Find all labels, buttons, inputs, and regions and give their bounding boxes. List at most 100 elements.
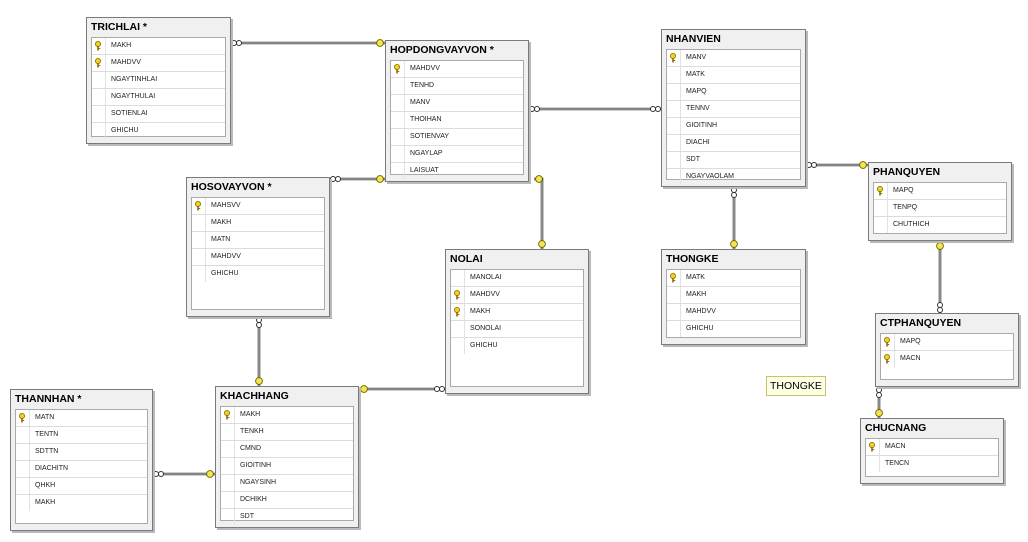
column-row[interactable]: GHICHU <box>451 338 583 354</box>
column-row[interactable]: MATK <box>667 67 800 84</box>
column-row[interactable]: LAISUAT <box>391 163 523 179</box>
table-title[interactable]: KHACHHANG <box>220 390 289 402</box>
column-name: MANV <box>410 99 431 106</box>
column-row[interactable]: SONOLAI <box>451 321 583 338</box>
column-row[interactable]: CHUTHICH <box>874 217 1006 233</box>
column-row[interactable]: MANV <box>391 95 523 112</box>
column-row[interactable]: MANOLAI <box>451 270 583 287</box>
column-row[interactable]: MAHDVV <box>92 55 225 72</box>
column-row[interactable]: SOTIENLAI <box>92 106 225 123</box>
column-row[interactable]: MAKH <box>451 304 583 321</box>
relationship-hopdongvayvon-nhanvien[interactable] <box>529 106 661 112</box>
column-row[interactable]: MANV <box>667 50 800 67</box>
column-row[interactable]: DIACHI <box>667 135 800 152</box>
column-row[interactable]: MAPQ <box>881 334 1013 351</box>
column-row[interactable]: QHKH <box>16 478 147 495</box>
table-title[interactable]: NOLAI <box>450 253 483 265</box>
column-row[interactable]: GHICHU <box>92 123 225 139</box>
relationship-hosovayvon-khachhang[interactable] <box>255 317 263 386</box>
column-row[interactable]: TENNV <box>667 101 800 118</box>
key-icon <box>194 201 202 214</box>
relationship-nhanvien-thongke[interactable] <box>730 187 738 249</box>
column-row[interactable]: MATK <box>667 270 800 287</box>
table-title[interactable]: NHANVIEN <box>666 33 721 45</box>
column-row[interactable]: GHICHU <box>192 266 324 282</box>
table-title[interactable]: THONGKE <box>666 253 719 265</box>
column-row[interactable]: THOIHAN <box>391 112 523 129</box>
column-row[interactable]: MAKH <box>221 407 353 424</box>
table-title[interactable]: HOPDONGVAYVON * <box>390 44 494 56</box>
row-selector <box>391 129 405 145</box>
row-selector <box>221 424 235 440</box>
column-row[interactable]: SDT <box>667 152 800 169</box>
table-title[interactable]: HOSOVAYVON * <box>191 181 272 193</box>
column-row[interactable]: TENHD <box>391 78 523 95</box>
many-end-infinity-icon <box>937 302 943 313</box>
column-row[interactable]: MACN <box>881 351 1013 367</box>
column-name: DCHIKH <box>240 496 267 503</box>
column-row[interactable]: MAKH <box>92 38 225 55</box>
column-row[interactable]: MAHDVV <box>391 61 523 78</box>
column-row[interactable]: GIOITINH <box>667 118 800 135</box>
column-row[interactable]: MATN <box>16 410 147 427</box>
relationship-nhanvien-phanquyen[interactable] <box>806 161 868 169</box>
table-title[interactable]: TRICHLAI * <box>91 21 147 33</box>
one-end-key-icon <box>936 242 944 250</box>
column-row[interactable]: MAHDVV <box>667 304 800 321</box>
column-row[interactable]: MAKH <box>16 495 147 511</box>
column-row[interactable]: DIACHITN <box>16 461 147 478</box>
column-row[interactable]: NGAYTHULAI <box>92 89 225 106</box>
column-row[interactable]: MAHSVV <box>192 198 324 215</box>
table-title[interactable]: PHANQUYEN <box>873 166 941 178</box>
column-row[interactable]: TENCN <box>866 456 998 472</box>
column-row[interactable]: GIOITINH <box>221 458 353 475</box>
table-title[interactable]: THANNHAN * <box>15 393 82 405</box>
column-row[interactable]: TENPQ <box>874 200 1006 217</box>
column-name: SOTIENLAI <box>111 110 148 117</box>
column-row[interactable]: NGAYVAOLAM <box>667 169 800 185</box>
key-icon <box>669 53 677 66</box>
column-row[interactable]: NGAYTINHLAI <box>92 72 225 89</box>
column-name: TENKH <box>240 428 264 435</box>
relationship-ctphanquyen-chucnang[interactable] <box>875 387 883 418</box>
column-row[interactable]: SDT <box>221 509 353 525</box>
relationship-nolai-hopdongvayvon[interactable] <box>534 175 546 249</box>
relationship-trichlai-hopdongvayvon[interactable] <box>231 39 385 47</box>
column-row[interactable]: MACN <box>866 439 998 456</box>
relationship-hosovayvon-hopdongvayvon[interactable] <box>330 175 385 183</box>
column-row[interactable]: NGAYSINH <box>221 475 353 492</box>
column-row[interactable]: SOTIENVAY <box>391 129 523 146</box>
column-row[interactable]: SDTTN <box>16 444 147 461</box>
column-row[interactable]: MATN <box>192 232 324 249</box>
row-selector <box>866 456 880 472</box>
column-row[interactable]: MAHDVV <box>451 287 583 304</box>
table-title[interactable]: CTPHANQUYEN <box>880 317 962 329</box>
column-row[interactable]: MAHDVV <box>192 249 324 266</box>
column-row[interactable]: DCHIKH <box>221 492 353 509</box>
relationship-nolai-khachhang[interactable] <box>359 385 445 393</box>
column-row[interactable]: NGAYLAP <box>391 146 523 163</box>
column-row[interactable]: MAPQ <box>667 84 800 101</box>
table-title[interactable]: CHUCNANG <box>865 422 927 434</box>
column-row[interactable]: GHICHU <box>667 321 800 337</box>
column-row[interactable]: MAKH <box>667 287 800 304</box>
column-row[interactable]: TENTN <box>16 427 147 444</box>
column-row[interactable]: CMND <box>221 441 353 458</box>
column-row[interactable]: TENKH <box>221 424 353 441</box>
column-row[interactable]: MAPQ <box>874 183 1006 200</box>
relationship-thannhan-khachhang[interactable] <box>153 470 215 478</box>
column-name: MANV <box>686 54 707 61</box>
column-row[interactable]: MAKH <box>192 215 324 232</box>
relationship-ctphanquyen-phanquyen[interactable] <box>936 241 944 313</box>
